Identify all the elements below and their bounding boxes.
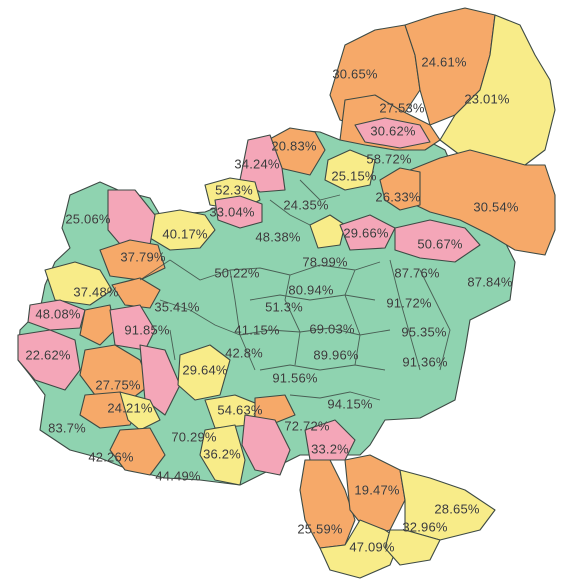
map-label: 34.24% — [234, 156, 280, 172]
map-label: 42.26% — [88, 449, 134, 465]
map-label: 19.47% — [354, 482, 400, 498]
region-pink-332 — [304, 419, 356, 461]
region-orange-4226 — [109, 427, 166, 476]
region-yellow-2515 — [324, 149, 376, 191]
region-yellow-4017 — [149, 209, 216, 251]
region-pink-3062 — [354, 117, 431, 149]
map-label: 37.79% — [120, 249, 166, 265]
region-yellow-3296 — [384, 529, 441, 566]
map-label: 29.64% — [182, 362, 228, 378]
map-label: 48.38% — [255, 229, 301, 245]
map-label: 95.35% — [401, 324, 447, 340]
map-label: 91.36% — [402, 354, 448, 370]
region-yellow-2421 — [119, 391, 161, 431]
map-label: 54.63% — [217, 402, 263, 418]
map-label: 29.66% — [343, 225, 389, 241]
map-label: 87.76% — [394, 265, 440, 281]
region-pink-5067 — [394, 219, 481, 263]
map-label: 24.21% — [107, 400, 153, 416]
map-label: 33.04% — [209, 204, 255, 220]
region-yellow-362 — [199, 424, 246, 486]
map-label: 23.01% — [464, 91, 510, 107]
map-label: 32.96% — [402, 519, 448, 535]
map-label: 50.22% — [214, 265, 260, 281]
map-label: 24.35% — [283, 197, 329, 213]
region-pink-2775 — [139, 344, 181, 416]
region-orange-2775 — [79, 344, 151, 401]
region-yellow-2966 — [309, 214, 346, 249]
region-orange-3748 — [111, 277, 161, 309]
map-label: 26.33% — [375, 189, 421, 205]
region-orange-5463 — [254, 394, 296, 426]
region-orange-2633 — [379, 167, 421, 211]
region-pink-3304 — [214, 195, 263, 229]
map-label: 78.99% — [302, 254, 348, 270]
map-label: 48.08% — [35, 306, 81, 322]
map-label: 27.75% — [95, 377, 141, 393]
map-label: 36.2% — [203, 446, 241, 462]
map-label: 91.85% — [124, 322, 170, 338]
map-label: 94.15% — [327, 396, 373, 412]
map-label: 30.62% — [370, 123, 416, 139]
map-label: 58.72% — [366, 151, 412, 167]
map-label: 40.17% — [162, 226, 208, 242]
region-yellow-3748 — [44, 261, 113, 306]
region-pink-7272 — [241, 414, 291, 476]
map-label: 25.06% — [65, 211, 111, 227]
region-orange-3779 — [99, 239, 166, 281]
map-label: 20.83% — [271, 138, 317, 154]
map-label: 69.03% — [309, 321, 355, 337]
map-label: 24.61% — [421, 54, 467, 70]
region-orange-3054 — [404, 149, 556, 256]
region-pink-2262 — [17, 329, 81, 391]
map-label: 28.65% — [434, 501, 480, 517]
region-pink-9185 — [109, 304, 156, 351]
map-label: 42.8% — [225, 345, 263, 361]
map-label: 72.72% — [284, 418, 330, 434]
region-pink-2966 — [339, 214, 396, 251]
map-label: 91.56% — [272, 370, 318, 386]
map-label: 87.84% — [467, 274, 513, 290]
map-label: 41.15% — [234, 322, 280, 338]
map-label: 44.49% — [155, 468, 201, 484]
map-label: 30.54% — [473, 199, 519, 215]
region-orange-9185 — [79, 304, 116, 346]
boundary-lines — [139, 179, 451, 401]
map-label: 35.41% — [154, 299, 200, 315]
map-label: 70.29% — [171, 429, 217, 445]
map-label: 25.59% — [297, 521, 343, 537]
region-pink-4808 — [27, 299, 86, 331]
region-orange-1947 — [344, 454, 406, 536]
map-label: 83.7% — [48, 420, 86, 436]
map-label: 89.96% — [313, 347, 359, 363]
map-label: 37.48% — [73, 284, 119, 300]
map-label: 33.2% — [311, 441, 349, 457]
map-label: 22.62% — [25, 347, 71, 363]
region-yellow-2964 — [177, 344, 231, 401]
map-label: 27.53% — [379, 100, 425, 116]
map-label: 80.94% — [288, 282, 334, 298]
map-label: 50.67% — [417, 236, 463, 252]
map-label: 30.65% — [332, 66, 378, 82]
map-label: 25.15% — [331, 168, 377, 184]
map-label: 47.09% — [349, 539, 395, 555]
map-label: 91.72% — [386, 295, 432, 311]
map-label: 51.3% — [265, 299, 303, 315]
map-label: 52.3% — [215, 182, 253, 198]
region-yellow-2865 — [399, 469, 496, 541]
